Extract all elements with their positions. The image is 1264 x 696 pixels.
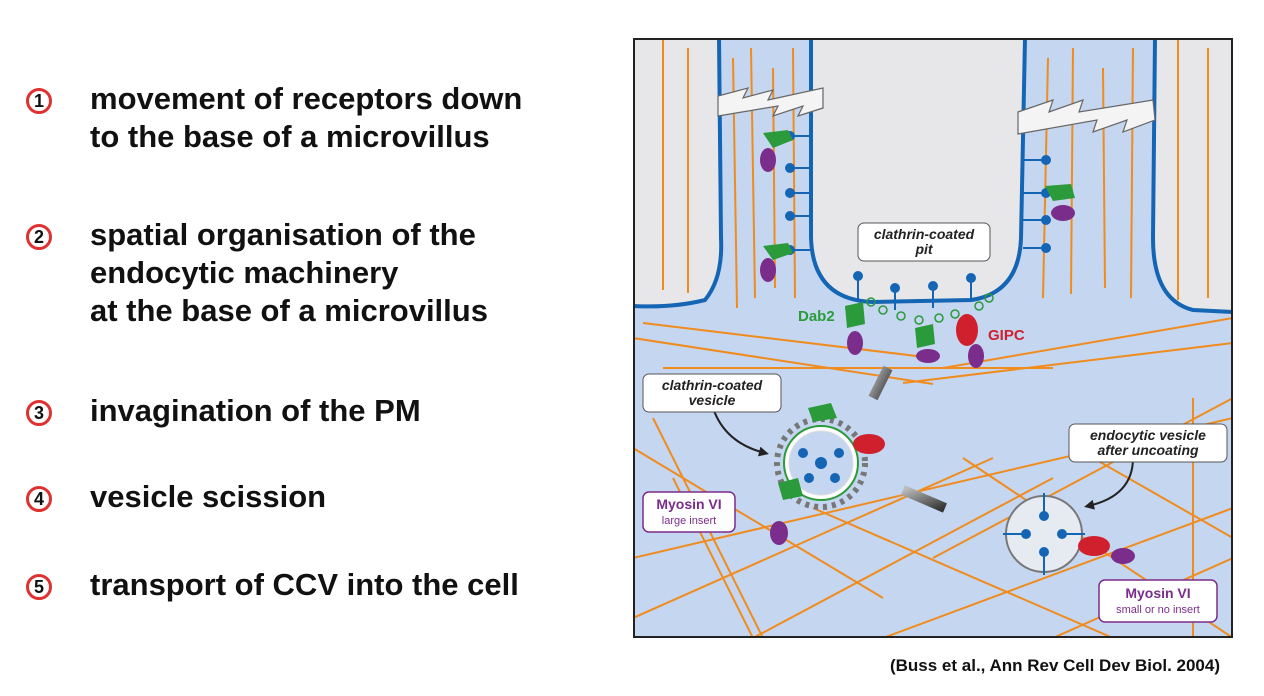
- step-text: movement of receptors down to the base o…: [90, 80, 522, 156]
- uncoated-label: endocytic vesicle after uncoating: [1068, 423, 1228, 463]
- gipc-label: GIPC: [988, 327, 1025, 344]
- clathrin-coated-vesicle: [770, 403, 885, 545]
- dab2-clathrin-lattice: [866, 293, 994, 325]
- ccv-pointer-arrow: [712, 407, 769, 457]
- step-number-badge: 3: [26, 400, 52, 426]
- step-list: 1 movement of receptors down to the base…: [0, 0, 630, 696]
- myosin-vi-motors: [760, 148, 1075, 368]
- uncoated-pointer-arrow: [1084, 457, 1134, 510]
- step-line: vesicle scission: [90, 479, 327, 514]
- step-line: invagination of the PM: [90, 393, 421, 428]
- step-line: endocytic machinery: [90, 255, 399, 290]
- uncoated-label-line-2: after uncoating: [1097, 442, 1199, 458]
- step-line: to the base of a microvillus: [90, 119, 490, 154]
- myosin-large-label: Myosin VI large insert: [642, 491, 736, 533]
- step-text: transport of CCV into the cell: [90, 566, 519, 604]
- vesicle-transport-arrow: [901, 485, 947, 513]
- step-line: movement of receptors down: [90, 81, 523, 116]
- uncoated-label-line-1: endocytic vesicle: [1090, 427, 1206, 443]
- myosin-small-subtitle: small or no insert: [1116, 604, 1200, 616]
- myosin-large-title: Myosin VI: [656, 496, 721, 512]
- break-marks: [717, 87, 1156, 135]
- extracellular-space-left: [633, 38, 722, 307]
- vesicle-label-line-1: clathrin-coated: [662, 377, 763, 393]
- vesicle-label-line-2: vesicle: [689, 392, 736, 408]
- step-text: vesicle scission: [90, 478, 326, 516]
- citation: (Buss et al., Ann Rev Cell Dev Biol. 200…: [889, 656, 1220, 675]
- receptors: [785, 131, 1051, 310]
- endocytosis-diagram: clathrin-coated pit clathrin-coated vesi…: [633, 38, 1233, 638]
- pit-label: clathrin-coated pit: [857, 222, 991, 262]
- figure-frame: [633, 38, 1233, 638]
- step-line: transport of CCV into the cell: [90, 567, 519, 602]
- extracellular-space-middle: [811, 38, 1025, 302]
- step-text: spatial organisation of the endocytic ma…: [90, 216, 488, 330]
- adaptor-proteins: [763, 130, 1075, 348]
- pit-label-line-1: clathrin-coated: [874, 226, 975, 242]
- myosin-small-label: Myosin VI small or no insert: [1098, 579, 1218, 623]
- step-line: spatial organisation of the: [90, 217, 476, 252]
- pit-to-vesicle-arrow: [868, 365, 893, 401]
- pit-label-line-2: pit: [914, 241, 933, 257]
- uncoated-vesicle: [1003, 493, 1135, 575]
- step-number-badge: 2: [26, 224, 52, 250]
- dab2-label: Dab2: [798, 308, 835, 325]
- myosin-small-title: Myosin VI: [1125, 585, 1190, 601]
- step-text: invagination of the PM: [90, 392, 421, 430]
- step-number-badge: 1: [26, 88, 52, 114]
- step-number-badge: 4: [26, 486, 52, 512]
- myosin-large-subtitle: large insert: [662, 515, 716, 527]
- extracellular-space-right: [1153, 38, 1233, 312]
- vesicle-label: clathrin-coated vesicle: [642, 373, 782, 413]
- step-number-badge: 5: [26, 574, 52, 600]
- step-line: at the base of a microvillus: [90, 293, 488, 328]
- gipc-protein: [956, 314, 978, 346]
- plasma-membrane: [633, 38, 1233, 314]
